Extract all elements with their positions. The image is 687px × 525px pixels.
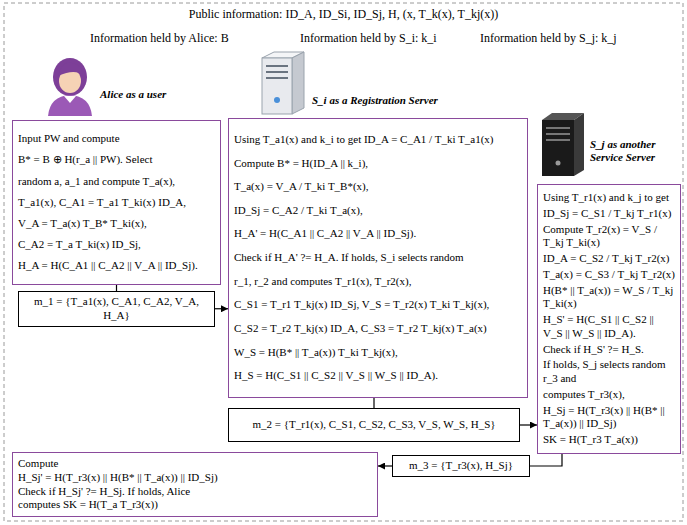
server-slot — [546, 139, 570, 141]
formula-text: Compute T_r2(x) = V_S / T_kj T_ki(x) — [543, 223, 675, 251]
formula-text: H(B* || T_a(x)) = W_S / T_kj T_ki(x) — [543, 284, 675, 312]
formula-text: ID_A = C_S2 / T_kj T_r2(x) — [543, 252, 675, 266]
info-label: Information held by Alice: B — [90, 31, 229, 45]
formula-text: Check if H_A' ?= H_A. If holds, S_i sele… — [234, 251, 522, 265]
formula-text: ID_Sj = C_A2 / T_ki T_a(x), — [234, 204, 522, 218]
role-label: S_i as a Registration Server — [312, 94, 482, 107]
server-slot — [546, 127, 570, 129]
entity-box: Using T_a1(x) and k_i to get ID_A = C_A1… — [228, 118, 528, 398]
formula-text: Using T_a1(x) and k_i to get ID_A = C_A1… — [234, 133, 522, 147]
message-connector — [215, 308, 228, 309]
server-slot — [266, 65, 288, 67]
formula-text: computes T_r3(x), — [543, 388, 675, 402]
formula-text: H_A = H(C_A1 || C_A2 || V_A || ID_Sj). — [18, 259, 215, 273]
formula-text: Check if H_S' ?= H_S. — [543, 343, 675, 357]
formula-text: C_S2 = T_r2 T_kj(x) ID_A, C_S3 = T_r2 T_… — [234, 322, 522, 336]
formula-text: H_A' = H(C_A1 || C_A2 || V_A || ID_Sj). — [234, 227, 522, 241]
server-slot — [266, 71, 288, 73]
formula-text: W_S = H(B* || T_a(x)) T_ki T_kj(x), — [234, 346, 522, 360]
formula-text: T_a(x) = V_A / T_ki T_B*(x), — [234, 180, 522, 194]
formula-text: Input PW and compute — [18, 132, 215, 146]
formula-text: H_S' = H(C_S1 || C_S2 || V_S || W_S || I… — [543, 313, 675, 341]
bangs — [58, 63, 83, 76]
server-side — [292, 52, 304, 114]
formula-text: m_2 = {T_r1(x), C_S1, C_S2, C_S3, V_S, W… — [235, 418, 513, 432]
server-slot — [266, 77, 288, 79]
formula-text: SK = H(T_r3 T_a(x)) — [543, 433, 675, 447]
formula-text: Using T_r1(x) and k_j to get — [543, 191, 675, 205]
server-front — [262, 58, 292, 114]
role-label: S_j as another Service Server — [590, 138, 680, 164]
info-label: Information held by S_j: k_j — [480, 31, 617, 45]
formula-text: T_a(x) = C_S3 / T_kj T_r2(x) — [543, 268, 675, 282]
formula-text: H_Sj = H(T_r3(x) || H(B* || T_a(x)) || I… — [543, 404, 675, 432]
message-box: m_1 = {T_a1(x), C_A1, C_A2, V_A, H_A} — [18, 291, 215, 327]
hair — [53, 58, 87, 96]
formula-text: Check if H_Sj' ?= H_Sj. If holds, Alice — [18, 485, 372, 499]
server-front — [542, 120, 574, 176]
formula-text: B* = B ⊕ H(r_a || PW). Select — [18, 153, 215, 167]
formula-text: m_1 = {T_a1(x), C_A1, C_A2, V_A, H_A} — [25, 295, 208, 323]
formula-text: H_Sj' = H(T_r3(x) || H(B* || T_a(x)) || … — [18, 471, 372, 485]
entity-box: Input PW and compute B* = B ⊕ H(r_a || PW… — [12, 120, 221, 285]
server-side — [574, 113, 584, 176]
outer-frame — [4, 3, 683, 521]
formula-text: r_1, r_2 and computes T_r1(x), T_r2(x), — [234, 275, 522, 289]
server-light — [556, 161, 561, 166]
message-connector — [378, 465, 392, 466]
server-light — [274, 97, 280, 103]
user-icon — [48, 58, 92, 116]
collar — [64, 96, 76, 103]
info-label: Information held by S_i: k_i — [300, 31, 437, 45]
service-server-icon — [542, 113, 584, 176]
entity-box: ComputeH_Sj' = H(T_r3(x) || H(B* || T_a(… — [12, 452, 378, 517]
formula-text: If holds, S_j selects random r_3 and — [543, 358, 675, 386]
message-connector — [520, 424, 537, 425]
entity-box: Using T_r1(x) and k_j to getID_Sj = C_S1… — [537, 184, 681, 454]
formula-text: V_A = T_a(x) T_B* T_ki(x), — [18, 217, 215, 231]
formula-text: T_a1(x), C_A1 = T_a1 T_ki(x) ID_A, — [18, 196, 215, 210]
formula-text: H_S = H(C_S1 || C_S2 || V_S || W_S || ID… — [234, 369, 522, 383]
formula-text: m_3 = {T_r3(x), H_Sj} — [399, 459, 523, 473]
info-label: Public information: ID_A, ID_Si, ID_Sj, … — [20, 7, 667, 21]
formula-text: random a, a_1 and compute T_a(x), — [18, 175, 215, 189]
formula-text: Compute — [18, 457, 372, 471]
formula-text: ID_Sj = C_S1 / T_kj T_r1(x) — [543, 207, 675, 221]
message-box: m_3 = {T_r3(x), H_Sj} — [392, 455, 530, 477]
registration-server-icon — [262, 52, 304, 114]
message-connector — [530, 454, 562, 466]
role-label: Alice as a user — [100, 88, 210, 101]
message-box: m_2 = {T_r1(x), C_S1, C_S2, C_S3, V_S, W… — [228, 408, 520, 442]
server-slot — [546, 133, 570, 135]
formula-text: Compute B* = H(ID_A || k_i), — [234, 157, 522, 171]
body — [48, 95, 92, 116]
message-connector — [373, 398, 374, 408]
formula-text: C_A2 = T_a T_ki(x) ID_Sj, — [18, 238, 215, 252]
formula-text: C_S1 = T_r1 T_kj(x) ID_Sj, V_S = T_r2(x)… — [234, 298, 522, 312]
formula-text: computes SK = H(T_a T_r3(x)) — [18, 498, 372, 512]
